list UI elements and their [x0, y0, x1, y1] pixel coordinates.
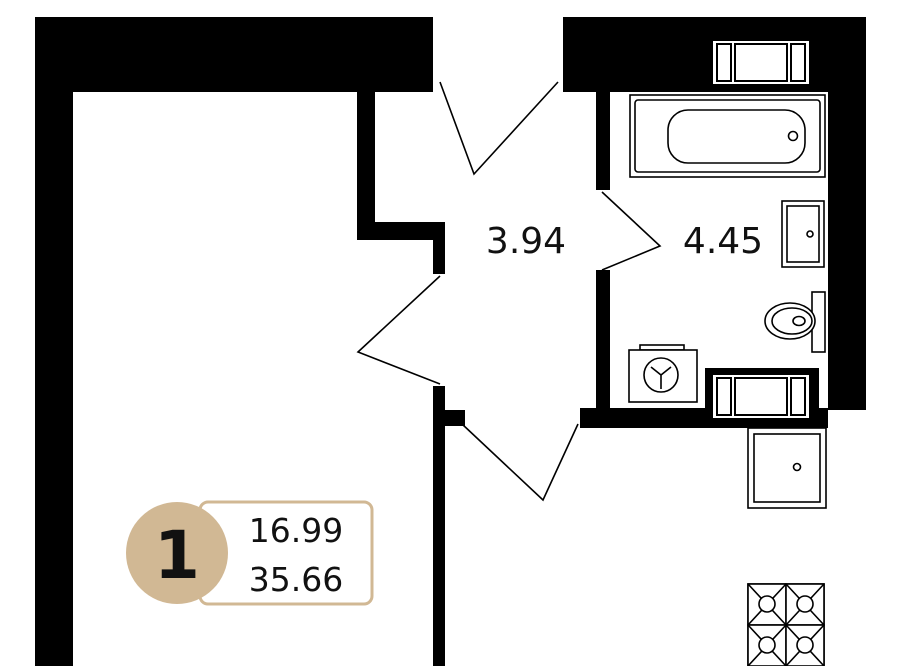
rooms-count: 1 — [154, 517, 200, 594]
bath-wall-bottom — [596, 270, 610, 410]
wall-inner — [357, 92, 375, 240]
door-room — [356, 275, 441, 385]
sink-icon — [781, 200, 825, 268]
window-top — [711, 39, 811, 86]
washing-machine-icon — [628, 344, 698, 403]
kitchen-sink-icon — [747, 427, 827, 509]
doors — [356, 81, 662, 502]
door-jamb — [433, 222, 445, 274]
bath-wall-top — [596, 92, 610, 190]
door-kitchen — [461, 423, 579, 502]
total-area: 35.66 — [249, 560, 343, 599]
wall-right — [828, 17, 866, 410]
door-bathroom — [601, 191, 662, 271]
room-area-hallway: 3.94 — [486, 221, 566, 262]
room-area-bathroom: 4.45 — [683, 221, 763, 262]
toilet-icon — [764, 291, 826, 353]
wall-inner-h — [357, 222, 445, 240]
windows — [711, 39, 811, 420]
stove-icon — [747, 583, 825, 666]
wall-divider — [433, 386, 445, 666]
badge-circle — [126, 502, 228, 604]
window-inner — [711, 373, 811, 420]
area-badge: 1 16.99 35.66 — [126, 500, 374, 606]
wall-left — [35, 17, 73, 666]
wall-stub — [445, 410, 465, 426]
fixtures — [628, 94, 827, 666]
door-entrance — [439, 81, 559, 176]
wall-top-left — [35, 17, 433, 92]
living-area: 16.99 — [249, 511, 343, 550]
bathtub-icon — [629, 94, 826, 178]
